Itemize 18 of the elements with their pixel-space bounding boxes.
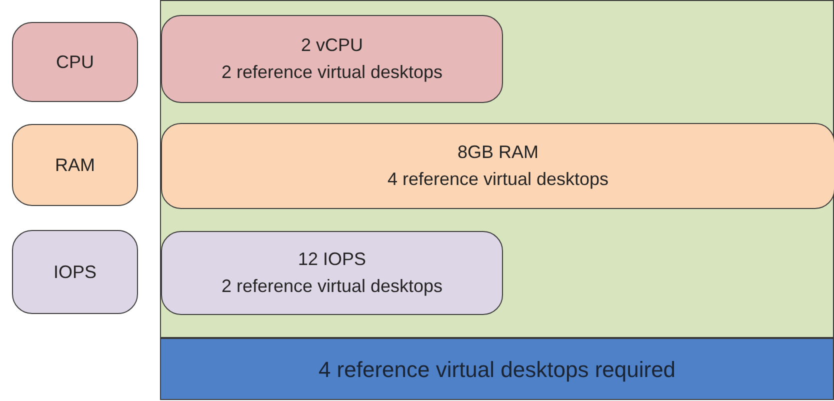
- category-box: [12, 22, 138, 102]
- requirement-bar: [161, 15, 503, 103]
- box-label: 4 reference virtual desktops: [387, 168, 609, 191]
- box-label: 2 reference virtual desktops: [221, 61, 443, 84]
- box-label: IOPS: [53, 260, 96, 284]
- panel-background: [160, 0, 834, 338]
- category-box: [12, 124, 138, 206]
- box-label: 12 IOPS: [298, 248, 366, 271]
- box-label: 2 vCPU: [300, 34, 363, 57]
- category-box: [12, 230, 138, 314]
- requirement-bar: [161, 231, 503, 315]
- box-label: RAM: [55, 154, 95, 176]
- box-label: 2 reference virtual desktops: [221, 275, 443, 298]
- box-label: 4 reference virtual desktops required: [318, 356, 676, 384]
- box-label: 8GB RAM: [457, 141, 539, 164]
- result-bar: [160, 338, 834, 400]
- box-label: CPU: [56, 50, 94, 74]
- requirement-bar: [161, 123, 834, 209]
